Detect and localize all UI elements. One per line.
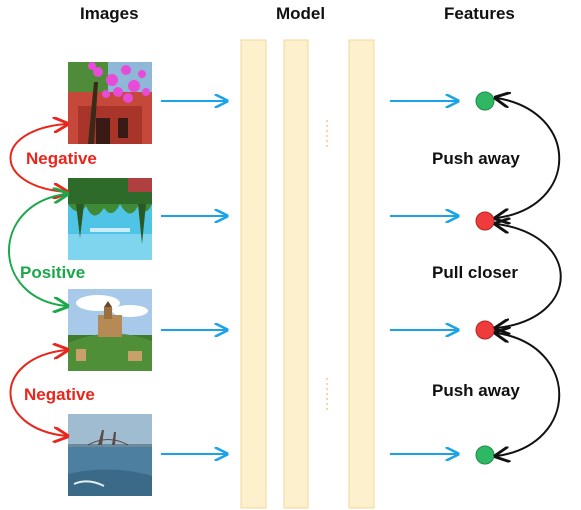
model-layer-1 xyxy=(240,39,267,509)
model-layer-2 xyxy=(283,39,309,509)
model-header: Model xyxy=(276,4,326,23)
relation-label-push-away-top: Push away xyxy=(432,149,520,168)
pull-closer-curve xyxy=(497,224,562,328)
positive-curve xyxy=(8,194,66,306)
relation-label-negative-bottom: Negative xyxy=(24,385,95,404)
feature-point-3 xyxy=(475,320,495,340)
negative-curve-top xyxy=(9,124,67,192)
feature-point-2 xyxy=(475,211,495,231)
relation-label-push-away-bottom: Push away xyxy=(432,381,520,400)
push-away-curve-top xyxy=(497,98,561,218)
relation-label-positive: Positive xyxy=(20,263,86,282)
image-castle xyxy=(68,289,152,371)
feature-point-4 xyxy=(475,445,495,465)
image-flipped-trees xyxy=(68,178,152,260)
model-layer-3 xyxy=(348,39,375,509)
negative-curve-bottom xyxy=(9,350,67,436)
feature-point-1 xyxy=(475,91,495,111)
images-header: Images xyxy=(80,4,139,23)
image-sea xyxy=(68,414,152,496)
image-temple xyxy=(68,62,152,144)
relation-label-pull-closer: Pull closer xyxy=(432,263,518,282)
features-header: Features xyxy=(444,4,515,23)
push-away-curve-bottom xyxy=(497,333,561,456)
relation-label-negative-top: Negative xyxy=(26,149,97,168)
